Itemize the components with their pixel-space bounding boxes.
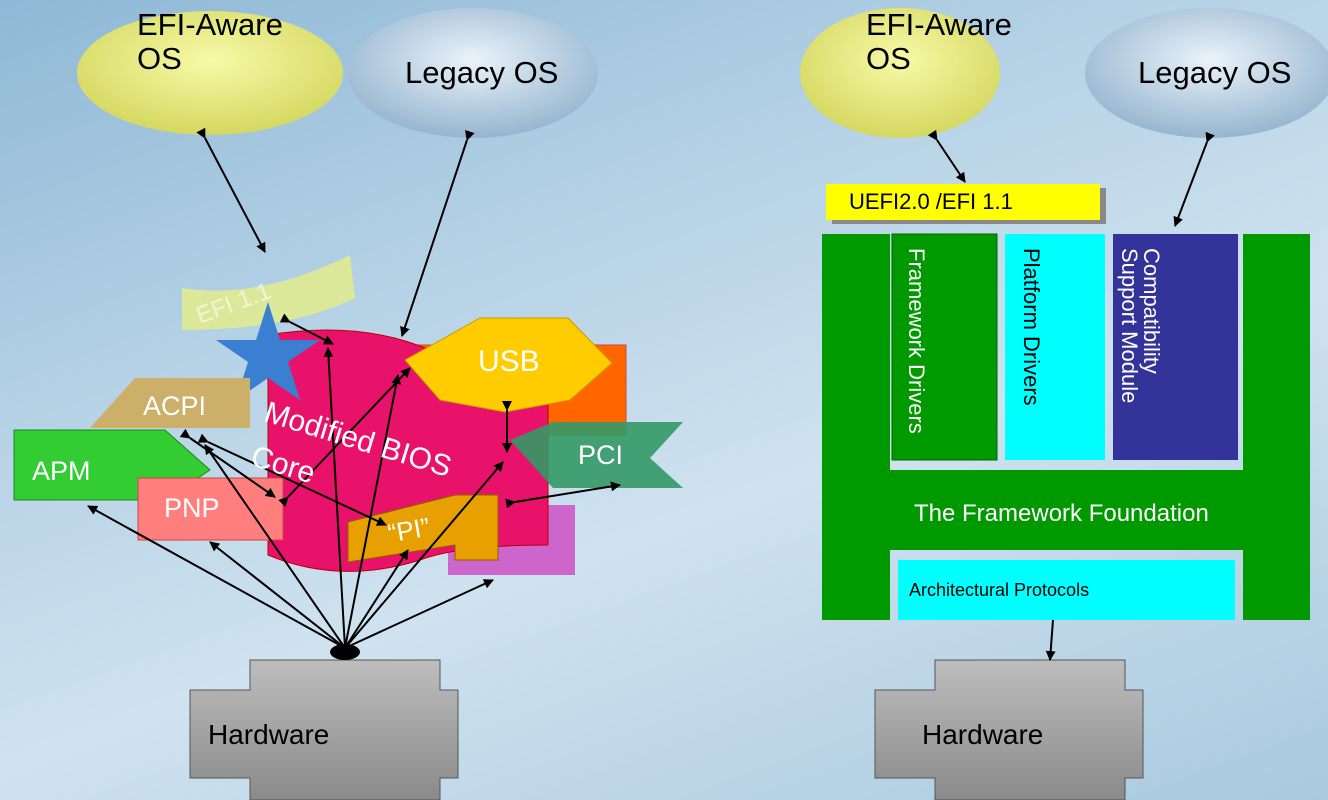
usb-hexagon [404, 317, 613, 413]
platform-drivers-label: Platform Drivers [1019, 248, 1044, 406]
framework-drivers-box [891, 233, 998, 461]
right-legacy-os-ellipse [1085, 8, 1328, 138]
right-legacy-os-label: Legacy OS [1138, 55, 1292, 90]
acpi-label: ACPI [143, 391, 207, 421]
framework-drivers-label: Framework Drivers [904, 248, 929, 434]
right-hardware-block [874, 659, 1144, 800]
left-arrows [87, 127, 621, 659]
usb-label: USB [478, 345, 540, 378]
left-hardware-block [189, 659, 459, 800]
csm-label: Compatibility Support Module [1117, 248, 1164, 404]
platform-drivers-box [1005, 234, 1105, 460]
acpi-banner [90, 378, 250, 428]
csm-box [1113, 234, 1238, 460]
left-legacy-os-label: Legacy OS [405, 55, 559, 90]
right-hardware-label: Hardware [922, 719, 1044, 750]
pci-label: PCI [578, 440, 624, 470]
left-efi-os-label: EFI-Aware OS [137, 7, 283, 76]
efi11-ribbon [182, 255, 355, 330]
star-shape [216, 302, 320, 400]
left-hardware-label: Hardware [208, 719, 330, 750]
pnp-label: PNP [164, 493, 220, 523]
left-legacy-os-ellipse [348, 8, 598, 138]
left-efi-os-ellipse [77, 11, 343, 135]
right-arrows [927, 129, 1215, 661]
uefi-bar [826, 184, 1100, 220]
right-efi-os-label: EFI-Aware OS [866, 7, 1012, 76]
arrow-hub [330, 644, 360, 660]
apm-label: APM [32, 456, 91, 486]
arch-protocols-label: Architectural Protocols [909, 580, 1090, 600]
arch-protocols-box [898, 560, 1235, 620]
right-efi-os-ellipse [800, 8, 1000, 138]
framework-foundation-shape [822, 234, 1310, 620]
pci-flag [510, 422, 683, 488]
foundation-label: The Framework Foundation [914, 500, 1209, 527]
uefi-label: UEFI2.0 /EFI 1.1 [849, 189, 1013, 214]
